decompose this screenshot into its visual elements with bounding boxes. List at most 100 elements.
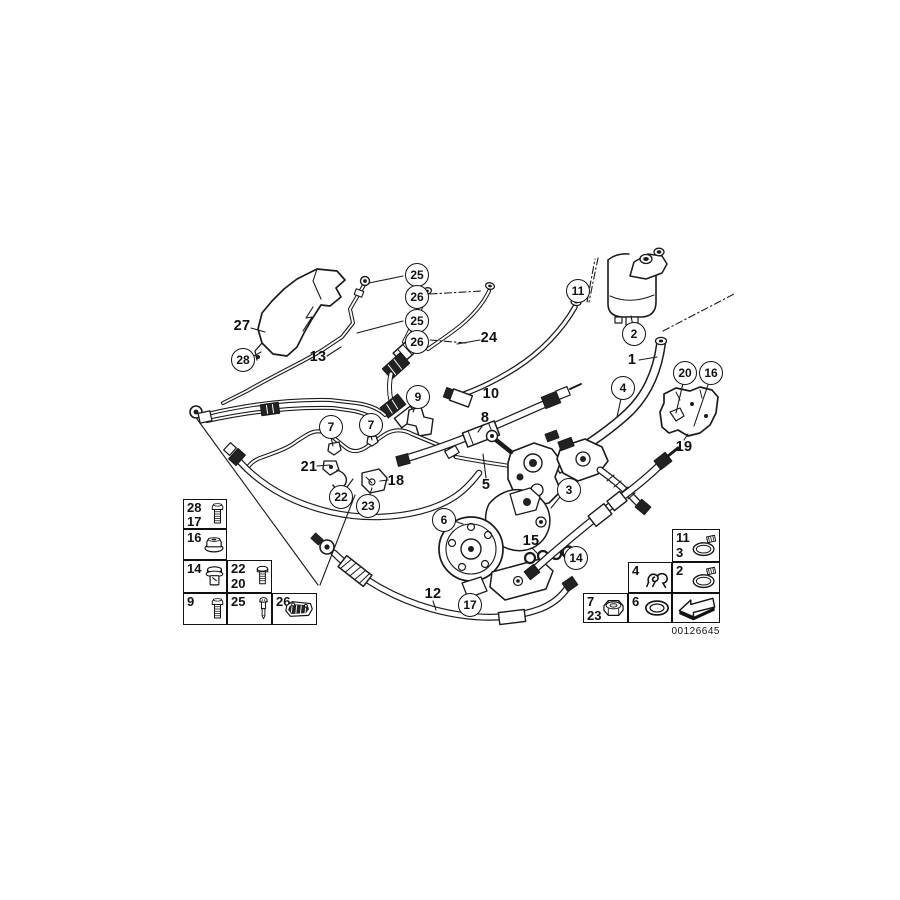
- balloon-4[interactable]: 4: [611, 376, 635, 400]
- fitting-cluster-9: [379, 393, 434, 437]
- steering-gear: [485, 429, 652, 516]
- suction-hose: [223, 442, 483, 521]
- cooler-pipes: [189, 397, 387, 426]
- legend-cell-26[interactable]: 26: [272, 593, 317, 625]
- clamp-block-icon: [285, 601, 313, 617]
- balloon-23[interactable]: 23: [356, 494, 380, 518]
- label-1[interactable]: 1: [627, 352, 637, 368]
- balloon-2[interactable]: 2: [622, 322, 646, 346]
- label-27[interactable]: 27: [233, 318, 251, 334]
- part-number: 3: [676, 545, 684, 561]
- part-number: 9: [187, 594, 195, 609]
- part-number: 2: [676, 563, 684, 578]
- wavy-pipe: [243, 428, 459, 494]
- hex-nut-icon: [603, 600, 624, 616]
- o-ring-icon: [645, 600, 669, 616]
- label-24[interactable]: 24: [480, 330, 498, 346]
- balloon-7[interactable]: 7: [319, 415, 343, 439]
- balloon-6[interactable]: 6: [432, 508, 456, 532]
- part-number: 17: [187, 513, 202, 529]
- hose-12: [310, 532, 579, 626]
- part-number: 7: [587, 594, 595, 609]
- balloon-22[interactable]: 22: [329, 485, 353, 509]
- direction-arrow-icon: [678, 597, 716, 621]
- legend-cell-numbers: 16: [187, 531, 201, 558]
- part-number: 23: [587, 607, 602, 623]
- pipe-upper-port: [426, 282, 496, 351]
- flange-nut-icon: [204, 536, 224, 552]
- balloon-26[interactable]: 26: [405, 285, 429, 309]
- label-21[interactable]: 21: [300, 459, 318, 475]
- legend-cell-numbers: 4: [632, 564, 639, 591]
- balloon-7[interactable]: 7: [359, 413, 383, 437]
- part-number: 22: [231, 561, 246, 576]
- legend-cell-25[interactable]: 25: [227, 593, 272, 625]
- balloon-14[interactable]: 14: [564, 546, 588, 570]
- label-15[interactable]: 15: [522, 533, 540, 549]
- balloon-9[interactable]: 9: [406, 385, 430, 409]
- bracket-19: [659, 386, 719, 437]
- leader-lines: [196, 275, 711, 611]
- bolt-icon: [256, 565, 269, 584]
- legend-cell-numbers: 9: [187, 595, 194, 623]
- legend-cell-14[interactable]: 14: [183, 560, 227, 593]
- balloon-17[interactable]: 17: [458, 593, 482, 617]
- part-number: 20: [231, 576, 246, 592]
- balloon-16[interactable]: 16: [699, 361, 723, 385]
- fluid-reservoir: [607, 247, 668, 330]
- legend-cell-9[interactable]: 9: [183, 593, 227, 625]
- legend-cell-direction-arrow[interactable]: [672, 593, 720, 623]
- legend-cell-16[interactable]: 16: [183, 529, 227, 560]
- legend-cell-2[interactable]: 2: [672, 562, 720, 593]
- bolt-washer-icon: [205, 565, 224, 585]
- balloon-26[interactable]: 26: [405, 330, 429, 354]
- hose-10: [442, 297, 582, 408]
- power-steering-pump: [438, 487, 554, 601]
- screw-icon: [259, 597, 268, 620]
- legend-cell-numbers: 25: [231, 595, 245, 623]
- label-8[interactable]: 8: [480, 410, 490, 426]
- legend-cell-numbers: 2: [676, 564, 683, 591]
- part-number: 11: [676, 530, 690, 545]
- part-number: 25: [231, 594, 246, 609]
- label-10[interactable]: 10: [482, 386, 500, 402]
- part-number: 16: [187, 530, 202, 545]
- balloon-20[interactable]: 20: [673, 361, 697, 385]
- label-19[interactable]: 19: [675, 439, 693, 455]
- hose-14: [523, 446, 680, 581]
- part-number: 6: [632, 594, 640, 609]
- label-18[interactable]: 18: [387, 473, 405, 489]
- part-number: 14: [187, 561, 202, 576]
- balloon-11[interactable]: 11: [566, 279, 590, 303]
- diagram-id-number: 00126645: [671, 626, 720, 637]
- balloon-25[interactable]: 25: [405, 263, 429, 287]
- balloon-28[interactable]: 28: [231, 348, 255, 372]
- label-13[interactable]: 13: [309, 349, 327, 365]
- balloon-3[interactable]: 3: [557, 478, 581, 502]
- hose-8: [395, 383, 582, 467]
- hose-clamp-icon: [692, 566, 717, 588]
- part-number: 4: [632, 563, 640, 578]
- balloon-25[interactable]: 25: [405, 309, 429, 333]
- legend-cell-numbers: 14: [187, 562, 201, 591]
- label-5[interactable]: 5: [481, 477, 491, 493]
- heat-shield-27: [254, 268, 346, 361]
- label-12[interactable]: 12: [424, 586, 442, 602]
- bolt-long-icon: [211, 598, 224, 619]
- legend-cell-4[interactable]: 4: [628, 562, 672, 593]
- pipe-13: [221, 275, 371, 405]
- hose-clamp-icon: [692, 534, 717, 556]
- legend-cell-6[interactable]: 6: [628, 593, 672, 623]
- bolt-long-icon: [211, 503, 224, 524]
- spring-clip-icon: [646, 572, 668, 588]
